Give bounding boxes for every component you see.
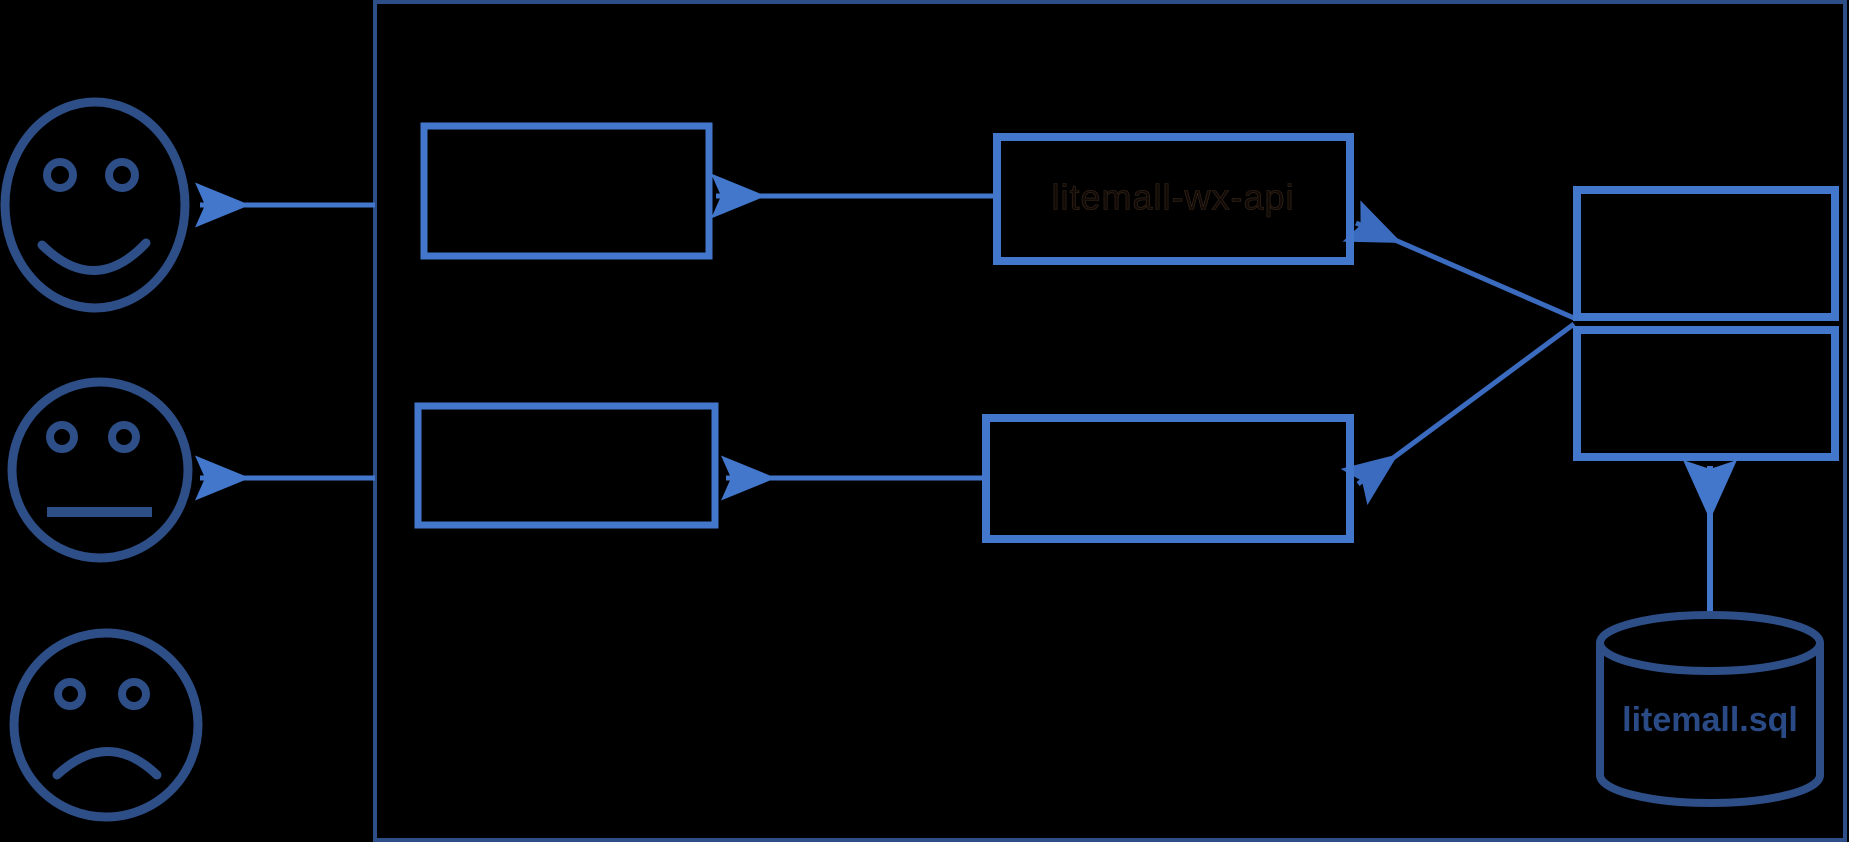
eye-right-icon <box>118 678 150 710</box>
database-label: litemall.sql <box>1622 701 1798 739</box>
box-wx-api-rect[interactable] <box>993 133 1354 265</box>
eye-left-icon <box>46 421 78 453</box>
database-cylinder[interactable]: litemall.sql <box>1596 611 1824 807</box>
system-boundary <box>373 0 1847 842</box>
box-core-bottom-rect[interactable] <box>1573 326 1839 461</box>
face-outline-neutral <box>7 377 193 563</box>
eye-right-icon <box>105 158 139 192</box>
box-wx-api[interactable]: litemall-wx-api <box>993 133 1354 265</box>
mouth-frown-icon <box>52 747 162 780</box>
eye-right-icon <box>108 421 140 453</box>
box-wx-frontend-rect[interactable] <box>420 122 713 260</box>
box-core-top[interactable] <box>1573 186 1839 321</box>
box-admin-api-rect[interactable] <box>982 414 1354 543</box>
eye-left-icon <box>54 678 86 710</box>
arrow-core-to-adminapi <box>1340 321 1576 506</box>
box-wx-api-label: litemall-wx-api <box>1051 177 1294 218</box>
actor-neutral <box>7 377 193 563</box>
box-wx-frontend[interactable] <box>420 122 713 260</box>
box-core-bottom[interactable] <box>1573 326 1839 461</box>
actor-happy <box>0 97 190 313</box>
box-admin-frontend[interactable] <box>414 402 719 529</box>
face-outline-sad <box>9 628 203 822</box>
box-core-top-rect[interactable] <box>1573 186 1839 321</box>
box-admin-frontend-rect[interactable] <box>414 402 719 529</box>
face-outline-happy <box>0 97 190 313</box>
mouth-smile-icon <box>37 238 151 275</box>
eye-left-icon <box>43 158 77 192</box>
box-admin-api[interactable] <box>982 414 1354 543</box>
arrow-core-to-wxapi <box>1342 200 1575 321</box>
cylinder-top-ellipse <box>1596 611 1824 675</box>
cylinder-body <box>1596 643 1824 807</box>
actor-sad <box>9 628 203 822</box>
